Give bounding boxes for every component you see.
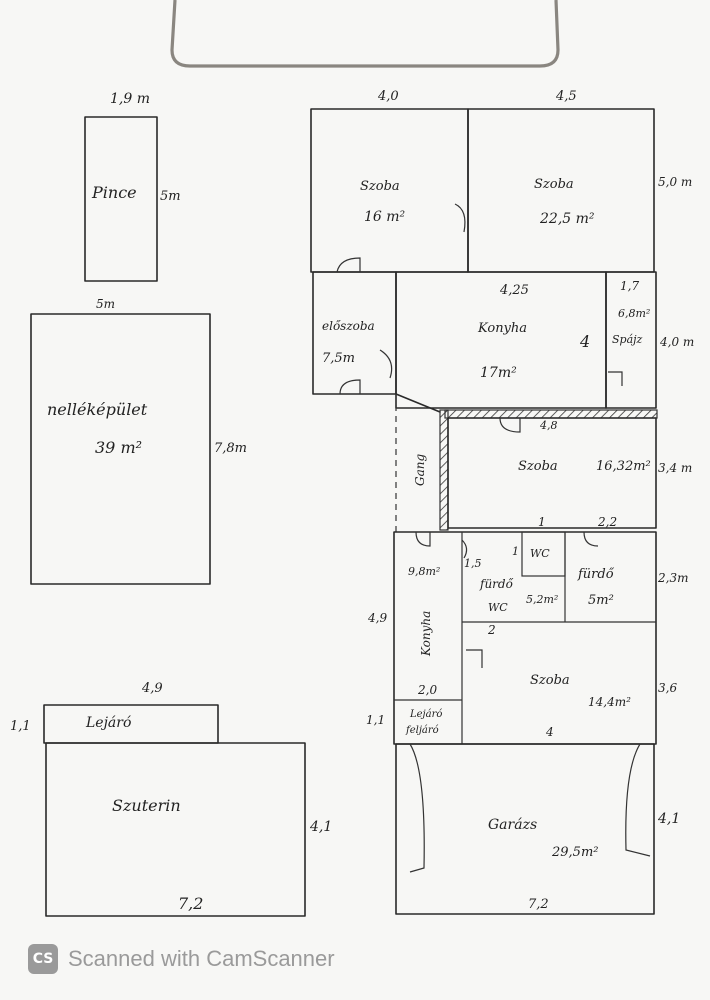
door-swing [583,531,599,547]
nellek-outline [30,313,211,585]
szoba3-name-label: Szoba [518,459,558,474]
lejaro2-name2-label: feljáró [406,725,439,736]
szoba2-width-label: 4,5 [556,89,577,104]
gang-name-label: Gang [413,453,427,486]
door-swing [608,371,623,386]
furdo2-length-label: 2,3m [658,571,689,585]
door-swing [499,417,521,433]
nellek-width-label: 5m [96,297,116,311]
szuterin-outline [45,742,306,917]
spajz-length-label: 4,0 m [660,335,695,349]
konyha2-name-label: Konyha [419,610,433,656]
szoba3-width-label: 4,8 [540,419,558,432]
szoba1-name-label: Szoba [360,179,400,194]
gang-edge [395,393,441,413]
furdo1-dim-d-label: 2 [488,623,496,637]
furdo1-name-label: fürdő [480,577,513,591]
lejaro2-width-label: 2,0 [418,683,438,697]
nellek-area-label: 39 m² [95,438,143,457]
lejaro-length-label: 1,1 [10,719,31,734]
furdo2-area-label: 5m² [588,593,614,608]
lejaro-width-label: 4,9 [142,681,163,696]
garazs-outline [395,743,655,915]
hatch-left [439,409,449,531]
door-swing [461,539,468,559]
pince-length-label: 5m [160,189,181,204]
konyha-width-label: 4,25 [500,283,529,298]
garazs-name-label: Garázs [488,817,538,833]
eloszoba-name-label: előszoba [322,319,375,333]
lejaro2-length-label: 1,1 [366,713,386,727]
door-swing [625,743,651,857]
clipboard-clip [170,0,560,68]
szoba4-length-label: 3,6 [658,681,678,695]
szoba4-area-label: 14,4m² [588,695,631,709]
furdo1-area-label: 5,2m² [526,593,559,606]
szoba1-width-label: 4,0 [378,89,399,104]
furdo1-wc1-label: WC [530,547,550,560]
spajz-area-label: 6,8m² [618,307,651,320]
door-swing [339,379,361,395]
eloszoba-area-label: 7,5m [322,351,356,366]
konyha-area-label: 17m² [480,365,517,381]
konyha-length-label: 4 [580,332,591,351]
szoba2-area-label: 22,5 m² [540,211,595,227]
garazs-area-label: 29,5m² [552,845,599,860]
szuterin-width-label: 7,2 [178,894,204,913]
spajz-outline [605,271,657,409]
szoba3-outline [447,417,657,529]
garazs-width-label: 7,2 [528,897,549,912]
konyha2-area-label: 9,8m² [408,565,441,578]
furdo1-dim-b-label: 1 [512,545,519,558]
door-swing [336,257,361,273]
konyha-name-label: Konyha [478,321,528,336]
nellek-name-label: nelléképület [47,400,148,419]
door-swing [454,203,466,233]
door-swing [379,349,393,379]
furdo1-dim-c-label: 1 [538,515,546,529]
szoba3-area-label: 16,32m² [596,459,651,474]
szoba2-name-label: Szoba [534,177,574,192]
konyha2-length-label: 4,9 [368,611,388,625]
lejaro2-name-label: Lejáró [410,709,443,720]
szoba4-width-label: 4 [546,725,554,739]
lejaro-name-label: Lejáró [86,715,132,731]
door-swing [466,649,483,668]
camscanner-footer: CS Scanned with CamScanner [28,944,335,974]
pince-name-label: Pince [92,183,137,202]
hatch-top [444,409,658,419]
camscanner-text: Scanned with CamScanner [68,946,335,971]
pince-outline [84,116,158,282]
camscanner-logo: CS [28,944,58,974]
szoba1-area-label: 16 m² [364,209,406,225]
szuterin-name-label: Szuterin [112,796,181,815]
garazs-length-label: 4,1 [658,811,681,827]
nellek-length-label: 7,8m [214,441,248,456]
eloszoba-outline [312,271,397,395]
furdo1-dim-a-label: 1,5 [464,557,482,570]
szoba3-length-label: 3,4 m [658,461,693,475]
furdo2-width-label: 2,2 [598,515,618,529]
szoba4-name-label: Szoba [530,673,570,688]
spajz-width-label: 1,7 [620,279,640,293]
furdo1-wc2-label: WC [488,601,508,614]
door-swing [409,743,425,873]
furdo2-name-label: fürdő [578,567,614,582]
szuterin-length-label: 4,1 [310,819,333,835]
spajz-name-label: Spájz [612,333,643,346]
door-swing [415,531,431,547]
szoba2-length-label: 5,0 m [658,175,693,189]
pince-width-label: 1,9 m [110,91,150,107]
